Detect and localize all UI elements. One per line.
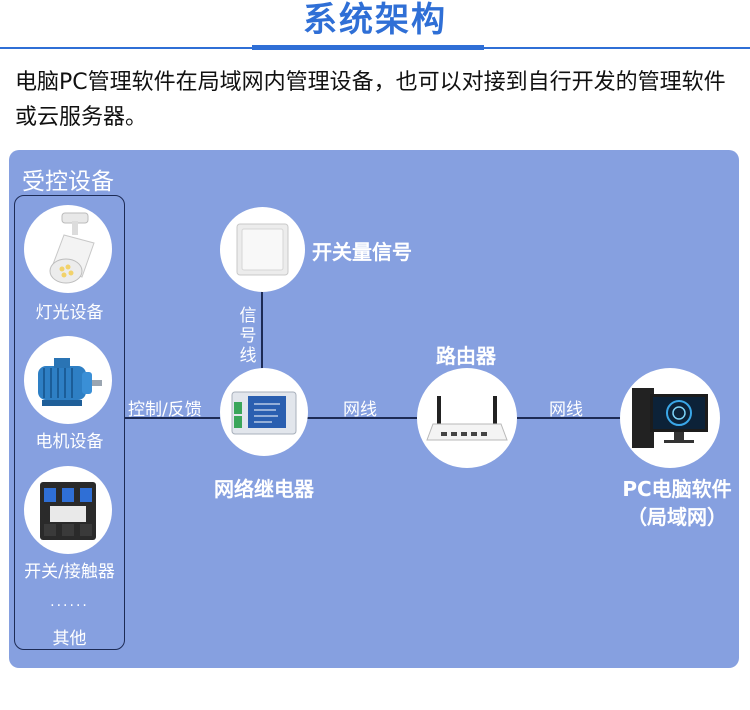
switch-signal-label: 开关量信号 <box>312 240 412 264</box>
control-feedback-line <box>125 417 220 419</box>
contactor-device-label: 开关/接触器 <box>24 562 115 582</box>
lighting-device-label: 灯光设备 <box>35 303 104 323</box>
router-icon <box>426 396 508 441</box>
relay-router-line <box>305 417 417 419</box>
architecture-panel <box>9 150 739 668</box>
router-image <box>417 368 517 468</box>
pc-image <box>620 368 720 468</box>
control-feedback-label: 控制/反馈 <box>128 400 202 420</box>
wall-switch-image <box>220 207 305 292</box>
signal-line <box>261 290 263 368</box>
more-devices-ellipsis: ...... <box>50 594 89 610</box>
motor-device-label: 电机设备 <box>35 432 104 452</box>
desktop-computer-icon <box>632 388 708 448</box>
network-relay-label: 网络继电器 <box>214 477 314 501</box>
motor-icon <box>38 358 102 406</box>
lighting-device-image <box>24 205 112 293</box>
relay-router-cable-label: 网线 <box>343 400 377 420</box>
pc-software-label: PC电脑软件 <box>622 477 732 501</box>
contactor-device-image <box>24 466 112 554</box>
router-pc-line <box>517 417 622 419</box>
spotlight-icon <box>49 212 95 284</box>
signal-line-text: 信号线 <box>239 306 257 366</box>
wall-switch-icon <box>236 223 289 276</box>
pc-software-scope-label: （局域网） <box>627 505 727 529</box>
controlled-devices-heading: 受控设备 <box>22 169 114 195</box>
motor-device-image <box>24 336 112 424</box>
router-label: 路由器 <box>436 344 496 368</box>
network-relay-image <box>220 368 308 456</box>
contactor-icon <box>40 482 96 540</box>
other-devices-label: 其他 <box>52 629 87 649</box>
relay-icon <box>231 391 297 435</box>
controlled-devices-group <box>14 195 125 650</box>
intro-text: 电脑PC管理软件在局域网内管理设备，也可以对接到自行开发的管理软件或云服务器。 <box>15 70 726 130</box>
router-pc-cable-label: 网线 <box>549 400 583 420</box>
signal-line-label: 信号线 <box>238 306 258 366</box>
page-title: 系统架构 <box>303 0 447 40</box>
title-underline <box>252 45 484 50</box>
